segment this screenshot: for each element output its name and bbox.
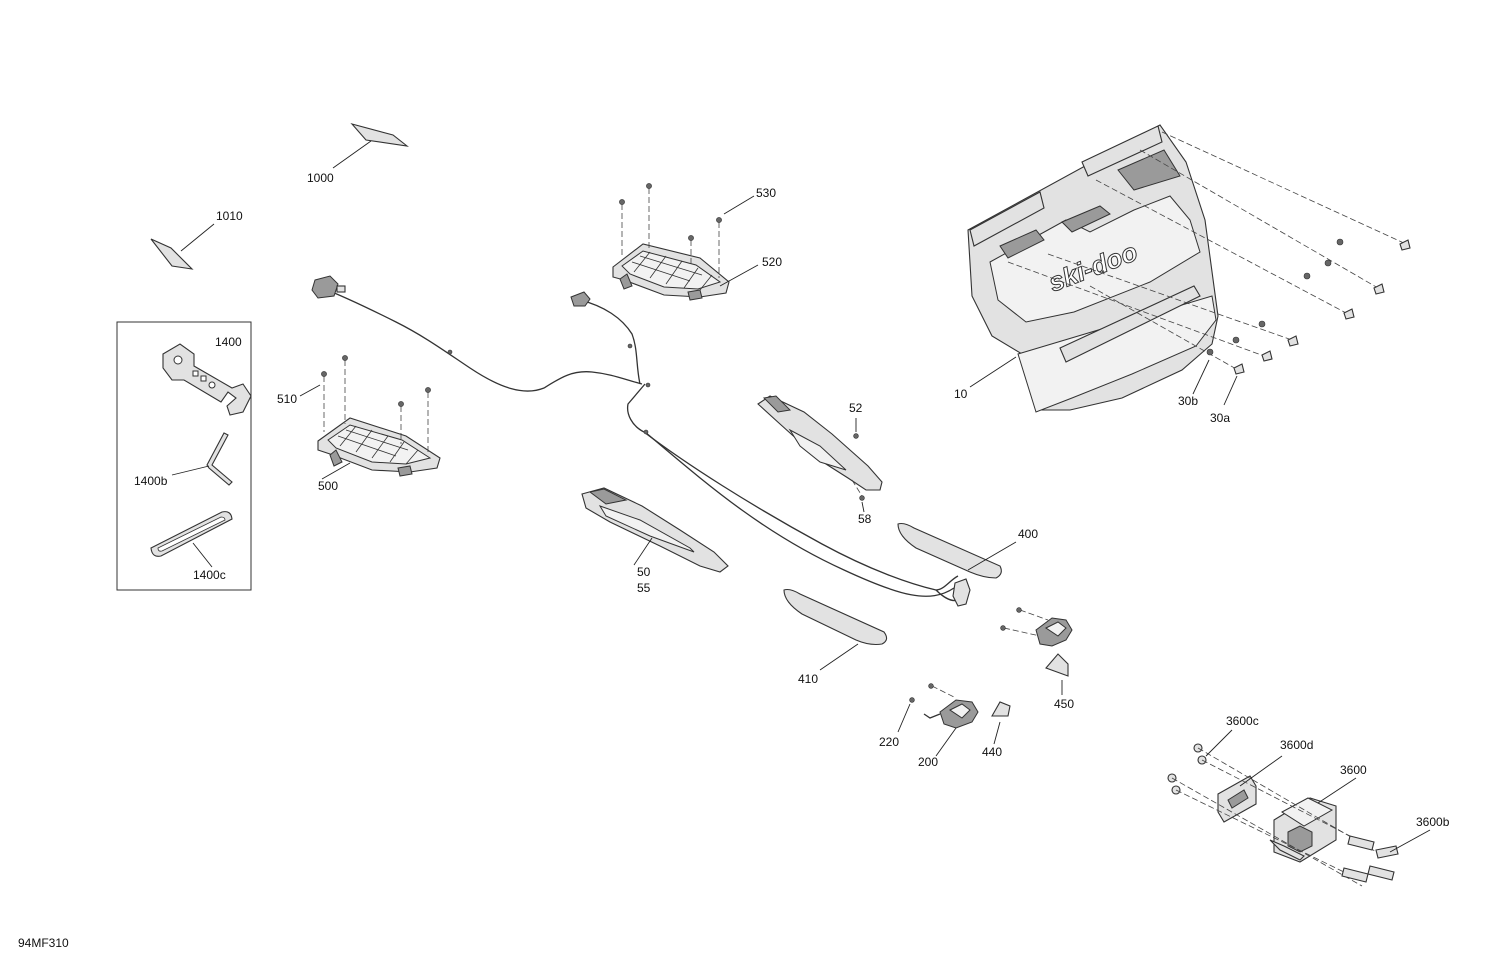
bolts-3600b[interactable]: [1341, 829, 1431, 883]
tool-1400c[interactable]: [150, 511, 233, 568]
callout-530: 530: [756, 186, 776, 200]
callout-1400: 1400: [215, 335, 242, 349]
callout-200: 200: [918, 755, 938, 769]
light-assembly-upper[interactable]: [1000, 607, 1073, 647]
callout-1400c: 1400c: [193, 568, 226, 582]
callout-30a: 30a: [1210, 411, 1230, 425]
callout-1400b: 1400b: [134, 474, 168, 488]
light-200[interactable]: [923, 683, 979, 757]
callout-10: 10: [954, 387, 968, 401]
callout-520: 520: [762, 255, 782, 269]
tool-kit-box: [116, 321, 252, 591]
hex-key-1400b[interactable]: [171, 432, 233, 486]
nuts-3600c[interactable]: [1167, 729, 1381, 887]
side-panel-piece[interactable]: [757, 395, 883, 491]
callout-3600b: 3600b: [1416, 815, 1450, 829]
callout-55: 55: [637, 581, 651, 595]
reflector-410[interactable]: [783, 588, 888, 671]
electrical-rack-500[interactable]: [317, 417, 441, 480]
figure-code: 94MF310: [18, 936, 69, 950]
callout-510: 510: [277, 392, 297, 406]
screw-220[interactable]: [897, 697, 915, 733]
lens-450[interactable]: [1045, 653, 1069, 695]
rear-storage-module-10[interactable]: ski-doo: [967, 124, 1219, 413]
callout-410: 410: [798, 672, 818, 686]
callout-52: 52: [849, 401, 863, 415]
harness-connector-lower[interactable]: [952, 578, 971, 607]
harness-connector-main[interactable]: [311, 275, 346, 299]
rack-520-screws-530[interactable]: [619, 183, 755, 278]
plate-3600d[interactable]: [1217, 755, 1283, 823]
callout-3600d: 3600d: [1280, 738, 1313, 752]
screw-52[interactable]: [853, 418, 859, 439]
rack-500-screws-510[interactable]: [299, 355, 431, 452]
lens-440[interactable]: [991, 701, 1011, 745]
reflector-400[interactable]: [897, 522, 1017, 579]
decal-1000[interactable]: [332, 122, 409, 169]
callout-3600c: 3600c: [1226, 714, 1259, 728]
callout-3600: 3600: [1340, 763, 1367, 777]
callout-450: 450: [1054, 697, 1074, 711]
callout-50: 50: [637, 565, 651, 579]
callout-1000: 1000: [307, 171, 334, 185]
callout-58: 58: [858, 512, 872, 526]
harness-connector-upper[interactable]: [570, 291, 591, 307]
electrical-rack-520[interactable]: [612, 243, 759, 301]
callout-500: 500: [318, 479, 338, 493]
callout-440: 440: [982, 745, 1002, 759]
wiring-harness[interactable]: [311, 275, 971, 607]
callout-30b: 30b: [1178, 394, 1198, 408]
spanner-wrench-1400[interactable]: [162, 343, 252, 416]
hitch-bracket-3600[interactable]: [1269, 777, 1357, 863]
screw-58[interactable]: [851, 479, 865, 513]
side-trim-50-55[interactable]: [581, 487, 729, 573]
decal-1010[interactable]: [150, 223, 215, 270]
callout-1010: 1010: [216, 209, 243, 223]
callout-220: 220: [879, 735, 899, 749]
callout-400: 400: [1018, 527, 1038, 541]
module-10-fasteners[interactable]: [1007, 131, 1411, 406]
